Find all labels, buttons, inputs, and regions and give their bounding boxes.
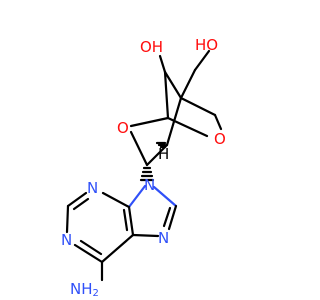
- atom-o-ring-left: O: [117, 119, 129, 137]
- bond-c4-c5: [179, 96, 217, 117]
- bond-c6-c5: [100, 233, 135, 264]
- bond-c5-o: [213, 113, 223, 131]
- bond-n1-c6-double: [79, 239, 103, 256]
- atom-stereo-h: H: [158, 145, 169, 163]
- atom-ho-left: HO: [195, 36, 218, 54]
- bond-c1-o: [129, 116, 170, 128]
- molecule-svg: OH HO O O H N N N N NH2: [61, 36, 226, 299]
- hashed-bond-c3-h: [155, 141, 167, 149]
- bond-ch2-oh: [193, 49, 211, 72]
- bond-c4-c3: [165, 96, 183, 147]
- bond-c5-c4: [127, 205, 135, 237]
- bond-c5-c4-double: [122, 208, 129, 232]
- bond-c7-c4: [163, 70, 183, 100]
- bond-layer: [65, 49, 223, 282]
- bond-c7-c1: [163, 70, 170, 120]
- bond-c4-ch2: [179, 68, 197, 100]
- bond-o-c2: [129, 130, 149, 167]
- bond-n3-c2-double: [72, 197, 90, 211]
- atom-n1: N: [61, 231, 72, 249]
- bond-c2-c3: [145, 143, 169, 167]
- atom-o-ring-right: O: [214, 130, 226, 148]
- atom-n9: N: [144, 176, 155, 194]
- bond-c7-oh: [158, 54, 167, 74]
- atom-labels: OH HO O O H N N N N NH2: [61, 36, 226, 299]
- bond-c4-n3: [101, 191, 131, 209]
- hashed-bond-c2-n9: [139, 166, 155, 182]
- atom-n3: N: [87, 179, 98, 197]
- bond-c8-n7: [167, 204, 178, 231]
- bond-n1-c6: [73, 243, 104, 264]
- structure-diagram: OH HO O O H N N N N NH2: [61, 36, 226, 299]
- atom-nh2: NH2: [70, 280, 99, 299]
- bond-n7-c5: [131, 233, 160, 238]
- atom-oh-top: OH: [140, 38, 163, 56]
- bond-c2-n1: [65, 204, 70, 234]
- bond-n3-c2: [66, 191, 88, 208]
- bond-n9-c8: [152, 185, 178, 208]
- bond-c8-n7-double: [162, 206, 172, 228]
- bond-c4-n9: [127, 184, 147, 209]
- atom-n7: N: [158, 229, 169, 247]
